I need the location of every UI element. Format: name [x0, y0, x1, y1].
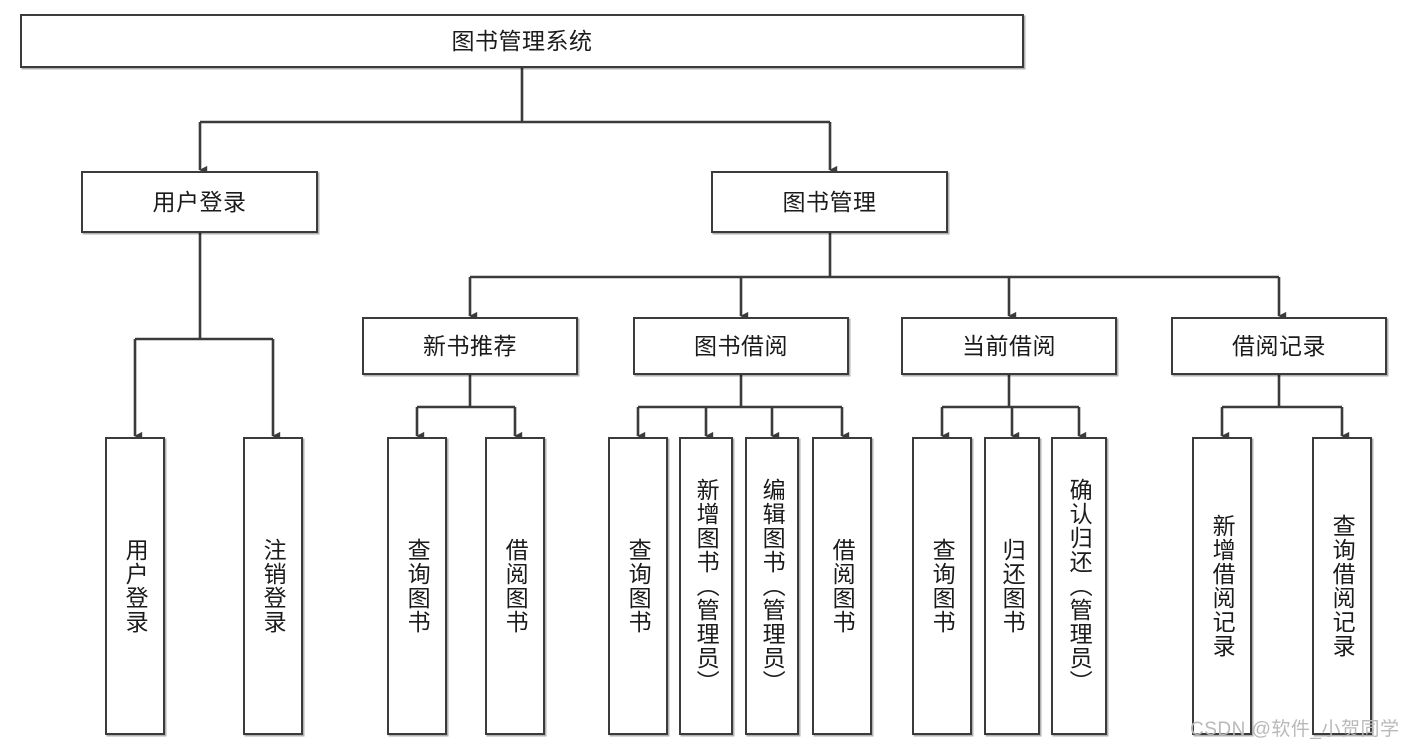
node-leaf-return-book-label: 归还图书: [999, 538, 1026, 634]
node-leaf-add-book-admin-label: 新增图书（管理员）: [693, 478, 720, 694]
node-leaf-user-login-label: 用户登录: [122, 538, 149, 634]
node-leaf-borrow-book-2[interactable]: 借阅图书: [812, 437, 872, 735]
node-leaf-add-book-admin[interactable]: 新增图书（管理员）: [679, 437, 733, 735]
node-book-borrow[interactable]: 图书借阅: [633, 317, 849, 375]
node-leaf-query-book-3[interactable]: 查询图书: [912, 437, 972, 735]
node-book-management[interactable]: 图书管理: [711, 171, 948, 233]
node-leaf-confirm-return-admin-label: 确认归还（管理员）: [1066, 478, 1093, 694]
node-leaf-query-book-3-label: 查询图书: [929, 538, 956, 634]
node-leaf-confirm-return-admin[interactable]: 确认归还（管理员）: [1051, 437, 1107, 735]
node-leaf-query-book-2-label: 查询图书: [625, 538, 652, 634]
node-new-book-recommend-label: 新书推荐: [423, 332, 517, 359]
node-leaf-edit-book-admin[interactable]: 编辑图书（管理员）: [745, 437, 799, 735]
node-leaf-return-book[interactable]: 归还图书: [984, 437, 1040, 735]
node-borrow-record[interactable]: 借阅记录: [1171, 317, 1387, 375]
node-user-login[interactable]: 用户登录: [81, 171, 318, 233]
node-new-book-recommend[interactable]: 新书推荐: [362, 317, 578, 375]
node-leaf-borrow-book-1[interactable]: 借阅图书: [485, 437, 545, 735]
node-leaf-logout[interactable]: 注销登录: [243, 437, 303, 735]
node-root[interactable]: 图书管理系统: [20, 14, 1024, 68]
node-leaf-add-record-label: 新增借阅记录: [1209, 514, 1236, 658]
node-current-borrow-label: 当前借阅: [962, 332, 1056, 359]
node-leaf-query-record[interactable]: 查询借阅记录: [1312, 437, 1372, 735]
node-current-borrow[interactable]: 当前借阅: [901, 317, 1117, 375]
node-book-borrow-label: 图书借阅: [694, 332, 788, 359]
node-borrow-record-label: 借阅记录: [1232, 332, 1326, 359]
node-leaf-query-book-1[interactable]: 查询图书: [387, 437, 447, 735]
watermark: CSDN @软件_小贺同学: [1190, 719, 1400, 740]
node-leaf-borrow-book-2-label: 借阅图书: [829, 538, 856, 634]
node-user-login-label: 用户登录: [152, 188, 247, 215]
node-leaf-query-book-2[interactable]: 查询图书: [608, 437, 668, 735]
node-leaf-add-record[interactable]: 新增借阅记录: [1192, 437, 1252, 735]
node-leaf-edit-book-admin-label: 编辑图书（管理员）: [759, 478, 786, 694]
node-leaf-borrow-book-1-label: 借阅图书: [502, 538, 529, 634]
node-leaf-query-record-label: 查询借阅记录: [1329, 514, 1356, 658]
node-root-label: 图书管理系统: [451, 27, 593, 54]
node-book-management-label: 图书管理: [782, 188, 877, 215]
node-leaf-query-book-1-label: 查询图书: [404, 538, 431, 634]
node-leaf-user-login[interactable]: 用户登录: [105, 437, 165, 735]
node-leaf-logout-label: 注销登录: [260, 538, 287, 634]
